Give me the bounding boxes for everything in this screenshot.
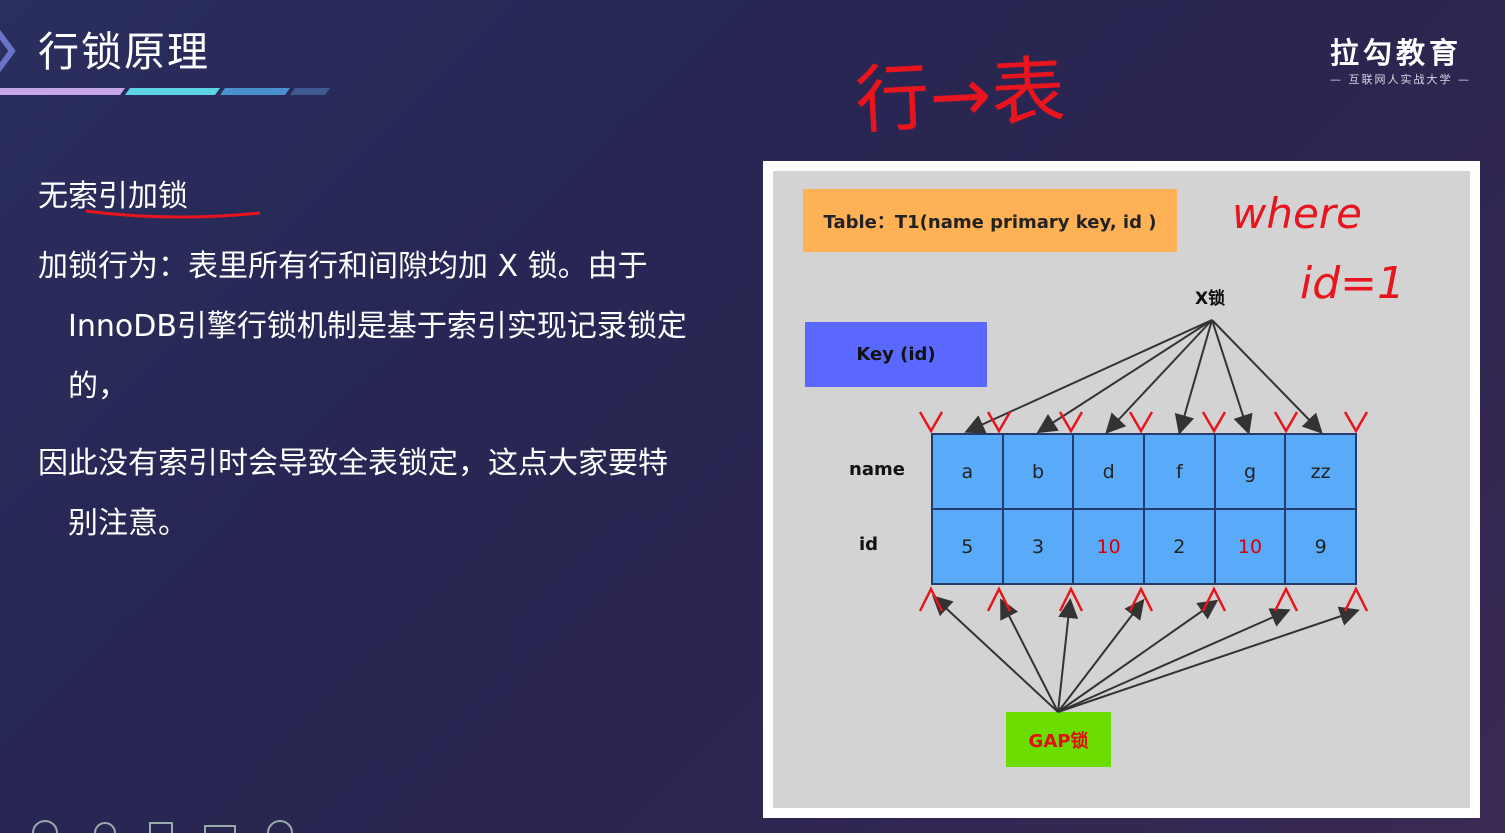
id-cell: 2 (1143, 509, 1215, 584)
gap-lock-box: GAP锁 (1006, 712, 1111, 767)
slide-title: 行锁原理 (38, 28, 210, 76)
toolbar-icon (149, 822, 173, 833)
para-line: 别注意。 (68, 506, 188, 541)
para-line: 的， (68, 369, 128, 404)
x-lock-label: X锁 (1195, 289, 1226, 309)
title-underline-bars (0, 88, 330, 95)
brand-logo: 拉勾教育 (1330, 36, 1463, 70)
id-cell: 5 (932, 509, 1003, 584)
handwritten-id-eq: id=1 (1300, 258, 1405, 309)
toolbar-icon (267, 820, 293, 833)
paragraph-warning: 因此没有索引时会导致全表锁定，这点大家要特 别注意。 (38, 434, 748, 554)
name-cell: zz (1285, 434, 1356, 509)
table-definition-box: Table：T1(name primary key, id ) (803, 189, 1177, 252)
heading-underline-annotation (85, 209, 261, 219)
record-grid: a b d f g zz 5 3 10 2 10 9 (931, 433, 1357, 585)
name-cell: b (1002, 434, 1074, 509)
gap-markers-top (918, 411, 1369, 434)
id-cell: 9 (1285, 509, 1356, 584)
para-line: InnoDB引擎行锁机制是基于索引实现记录锁定 (68, 309, 687, 344)
handwritten-top-note: 行→表 (853, 48, 1067, 145)
gap-markers-bottom (918, 586, 1369, 612)
name-cell: a (932, 434, 1003, 509)
row-label-name: name (849, 459, 905, 480)
x-lock-arrows (964, 319, 1323, 435)
id-cell: 10 (1214, 509, 1286, 584)
id-cell: 3 (1002, 509, 1074, 584)
handwritten-where: where (1232, 189, 1362, 238)
para-line: 加锁行为：表里所有行和间隙均加 X 锁。由于 (38, 249, 648, 284)
toolbar-icon (204, 825, 236, 833)
player-toolbar (32, 820, 293, 833)
toolbar-icon (32, 820, 58, 833)
id-cell: 10 (1073, 509, 1144, 584)
key-box: Key (id) (805, 322, 987, 387)
brand-slogan: — 互联网人实战大学 — (1330, 73, 1471, 86)
row-label-id: id (859, 534, 879, 555)
name-cell: d (1073, 434, 1144, 509)
paragraph-lock-behavior: 加锁行为：表里所有行和间隙均加 X 锁。由于 InnoDB引擎行锁机制是基于索引… (38, 237, 748, 417)
toolbar-icon (94, 822, 116, 833)
section-heading: 无索引加锁 (38, 179, 188, 214)
gap-lock-arrows (932, 595, 1360, 713)
chevron-icon (0, 30, 16, 72)
para-line: 因此没有索引时会导致全表锁定，这点大家要特 (38, 446, 668, 481)
